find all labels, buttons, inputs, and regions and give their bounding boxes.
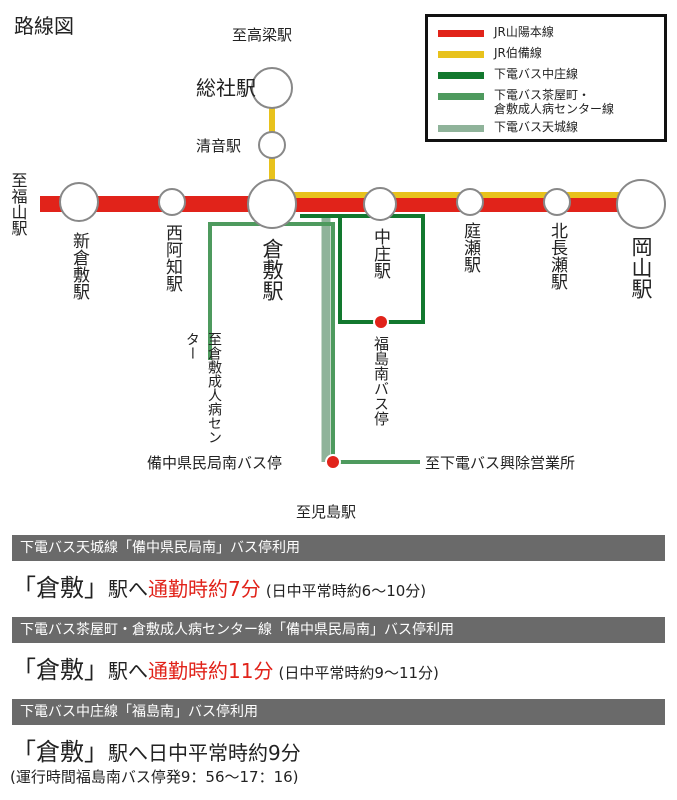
access-row: 「倉敷」駅へ通勤時約7分 (日中平常時約6〜10分)	[12, 568, 426, 603]
niwase-station-marker	[456, 188, 484, 216]
takahashi-label: 至高梁駅	[232, 26, 292, 44]
niwase-label: 庭瀬駅	[460, 222, 481, 273]
legend-item-chayamachi-bus: 下電バス茶屋町・ 倉敷成人病センター線	[438, 88, 614, 116]
soja-label: 総社駅	[196, 76, 256, 100]
access-time: 通勤時約7分	[148, 577, 261, 601]
bicchu-stop-marker	[325, 454, 341, 470]
hospital-label: 至倉敷成人病センター	[184, 332, 222, 444]
kiyone-station-marker	[258, 131, 286, 159]
access-header: 下電バス中庄線「福島南」バス停利用	[12, 699, 665, 725]
shin-kurashiki-label: 新倉敷駅	[69, 232, 90, 300]
okayama-station-marker	[616, 179, 666, 229]
fukushima-minami-stop-marker	[373, 314, 389, 330]
legend: JR山陽本線 JR伯備線 下電バス中庄線 下電バス茶屋町・ 倉敷成人病センター線…	[425, 14, 667, 142]
legend-swatch	[438, 93, 484, 100]
access-note: (日中平常時約6〜10分)	[265, 582, 427, 600]
shimoden-label: 至下電バス興除営業所	[425, 454, 575, 472]
route-map: 至高梁駅 総社駅 清音駅 備中県民局南バス停 至下電バス興除営業所 至児島駅 至…	[9, 26, 666, 521]
map-title: 路線図	[14, 14, 74, 38]
kitanagase-station-marker	[543, 188, 571, 216]
access-note: (日中平常時約9〜11分)	[278, 664, 439, 682]
legend-label: 下電バス茶屋町・ 倉敷成人病センター線	[494, 88, 615, 116]
legend-swatch	[438, 51, 484, 58]
access-destination: 「倉敷」	[12, 656, 108, 684]
legend-label: JR山陽本線	[494, 25, 554, 39]
access-header: 下電バス天城線「備中県民局南」バス停利用	[12, 535, 665, 561]
okayama-label: 岡山駅	[629, 236, 653, 299]
legend-item-amagi-bus: 下電バス天城線	[438, 120, 578, 134]
chayamachi-bus-line	[208, 222, 420, 464]
legend-label: 下電バス中庄線	[494, 67, 579, 81]
access-note: (運行時間福島南バス停発9：56〜17：16)	[10, 768, 299, 786]
access-destination: 「倉敷」	[12, 738, 108, 766]
access-header: 下電バス茶屋町・倉敷成人病センター線「備中県民局南」バス停利用	[12, 617, 665, 643]
legend-item-sanyo: JR山陽本線	[438, 25, 554, 39]
nishiachi-station-marker	[158, 188, 186, 216]
kojima-label: 至児島駅	[296, 503, 356, 521]
access-time: 日中平常時約9分	[148, 741, 301, 765]
shin-kurashiki-station-marker	[59, 182, 99, 222]
access-to: 駅へ	[108, 741, 148, 765]
legend-label: JR伯備線	[494, 46, 542, 60]
kitanagase-label: 北長瀬駅	[547, 222, 568, 290]
access-destination: 「倉敷」	[12, 574, 108, 602]
nakasho-label: 中庄駅	[370, 228, 391, 279]
legend-swatch	[438, 30, 484, 37]
nishiachi-label: 西阿知駅	[162, 224, 183, 292]
nakasho-station-marker	[363, 187, 397, 221]
legend-item-hakubi: JR伯備線	[438, 46, 542, 60]
nakasho-bus-line	[300, 214, 425, 324]
soja-station-marker	[251, 67, 293, 109]
fukushima-minami-label: 福島南バス停	[372, 336, 390, 426]
access-row: 「倉敷」駅へ通勤時約11分 (日中平常時約9〜11分)	[12, 650, 439, 685]
fukuyama-label: 至福山駅	[9, 172, 28, 236]
access-row: 「倉敷」駅へ日中平常時約9分	[12, 732, 301, 767]
legend-label: 下電バス天城線	[494, 120, 579, 134]
legend-swatch	[438, 72, 484, 79]
kurashiki-label: 倉敷駅	[260, 238, 284, 301]
kiyone-label: 清音駅	[196, 137, 241, 155]
kurashiki-station-marker	[247, 179, 297, 229]
legend-item-nakasho-bus: 下電バス中庄線	[438, 67, 578, 81]
access-to: 駅へ	[108, 659, 148, 683]
access-to: 駅へ	[108, 577, 148, 601]
access-time: 通勤時約11分	[148, 659, 274, 683]
legend-swatch	[438, 125, 484, 132]
bicchu-label: 備中県民局南バス停	[147, 454, 282, 472]
